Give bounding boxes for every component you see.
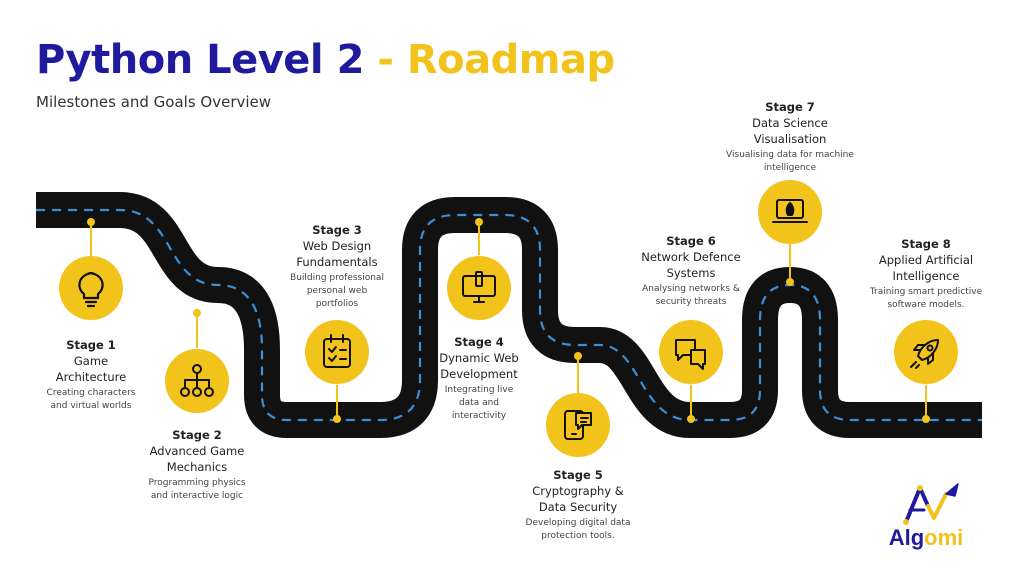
stage-3-label: Stage 3 — [312, 223, 362, 237]
stage-3-circle — [305, 320, 369, 384]
stage-6-label: Stage 6 — [666, 234, 716, 248]
laptop-rocket-icon — [772, 199, 808, 223]
brand-logo-text: Algomi — [878, 525, 974, 551]
rocket-icon — [910, 339, 939, 369]
logo-mark-icon — [903, 483, 959, 525]
stage-6: Stage 6 Network Defence Systems Analysin… — [626, 233, 756, 309]
stage-7-desc: Visualising data for machine intelligenc… — [726, 150, 854, 173]
stage-6-badge — [659, 320, 723, 384]
title-main: Python Level 2 — [36, 37, 364, 83]
stage-3: Stage 3 Web Design Fundamentals Building… — [277, 222, 397, 311]
stage-4-circle — [447, 256, 511, 320]
stage-1: Stage 1 Game Architecture Creating chara… — [31, 337, 151, 413]
stage-2-label: Stage 2 — [172, 428, 222, 442]
connectors — [87, 218, 930, 423]
chat-bubbles-icon — [675, 339, 706, 370]
stage-5-label: Stage 5 — [553, 468, 603, 482]
stage-4-label: Stage 4 — [454, 335, 504, 349]
stage-5: Stage 5 Cryptography & Data Security Dev… — [513, 467, 643, 543]
lightbulb-icon — [78, 271, 104, 308]
stage-1-title: Game Architecture — [55, 354, 127, 384]
stage-4-desc: Integrating live data and interactivity — [444, 385, 514, 421]
stage-1-label: Stage 1 — [66, 338, 116, 352]
title-accent: Roadmap — [406, 37, 615, 83]
tablet-message-icon — [564, 410, 592, 440]
stage-7-badge — [758, 180, 822, 244]
stage-2-desc: Programming physics and interactive logi… — [148, 478, 246, 501]
stage-8-circle — [894, 320, 958, 384]
stage-4-title: Dynamic Web Development — [439, 351, 519, 381]
connector-3-dot — [333, 415, 341, 423]
stage-5-badge — [546, 393, 610, 457]
brand-logo — [903, 483, 959, 525]
stage-8-desc: Training smart predictive software model… — [869, 287, 983, 310]
stage-2-title: Advanced Game Mechanics — [149, 444, 245, 474]
connector-4-dot — [475, 218, 483, 226]
stage-3-title: Web Design Fundamentals — [296, 239, 378, 269]
connector-1-dot — [87, 218, 95, 226]
stage-7-title: Data Science Visualisation — [752, 116, 828, 146]
stage-5-desc: Developing digital data protection tools… — [525, 518, 631, 541]
hierarchy-icon — [180, 364, 214, 397]
title-separator: - — [363, 37, 407, 83]
stage-2: Stage 2 Advanced Game Mechanics Programm… — [137, 427, 257, 503]
connector-2-dot — [193, 309, 201, 317]
stage-2-badge — [165, 349, 229, 413]
stage-6-desc: Analysing networks & security threats — [642, 284, 740, 307]
checklist-icon — [323, 334, 351, 368]
page-title: Python Level 2 - Roadmap — [36, 34, 615, 86]
connector-6-dot — [687, 415, 695, 423]
page-subtitle: Milestones and Goals Overview — [36, 93, 272, 111]
stage-8-badge — [894, 320, 958, 384]
stage-8-title: Applied Artificial Intelligence — [878, 253, 974, 283]
stage-3-badge — [305, 320, 369, 384]
monitor-code-icon — [462, 271, 496, 303]
stage-8: Stage 8 Applied Artificial Intelligence … — [861, 236, 991, 312]
stage-7: Stage 7 Data Science Visualisation Visua… — [720, 99, 860, 175]
stage-1-circle — [59, 256, 123, 320]
stage-7-label: Stage 7 — [765, 100, 815, 114]
connector-7-dot — [786, 278, 794, 286]
stage-5-title: Cryptography & Data Security — [532, 484, 624, 514]
stage-1-badge — [59, 256, 123, 320]
stage-4-badge — [447, 256, 511, 320]
connector-8-dot — [922, 415, 930, 423]
logo-text-part1: Alg — [888, 525, 925, 550]
stage-1-desc: Creating characters and virtual worlds — [46, 388, 136, 411]
connector-5-dot — [574, 352, 582, 360]
stage-3-desc: Building professional personal web portf… — [290, 273, 384, 309]
logo-text-part2: omi — [924, 525, 964, 550]
stage-4: Stage 4 Dynamic Web Development Integrat… — [419, 334, 539, 423]
stage-8-label: Stage 8 — [901, 237, 951, 251]
stage-6-title: Network Defence Systems — [641, 250, 741, 280]
